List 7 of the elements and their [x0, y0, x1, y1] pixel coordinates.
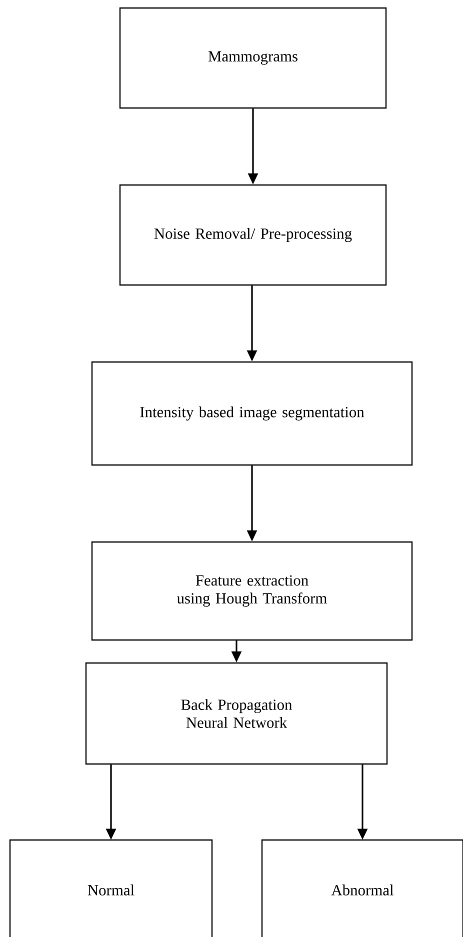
process-box: Abnormal [261, 839, 463, 937]
process-box: Mammograms [119, 7, 387, 109]
process-box: Noise Removal/ Pre-processing [119, 184, 387, 286]
process-box: Back Propagation Neural Network [85, 662, 388, 765]
process-box: Feature extraction using Hough Transform [91, 541, 413, 641]
process-box: Intensity based image segmentation [91, 361, 413, 466]
process-box: Normal [9, 839, 213, 937]
